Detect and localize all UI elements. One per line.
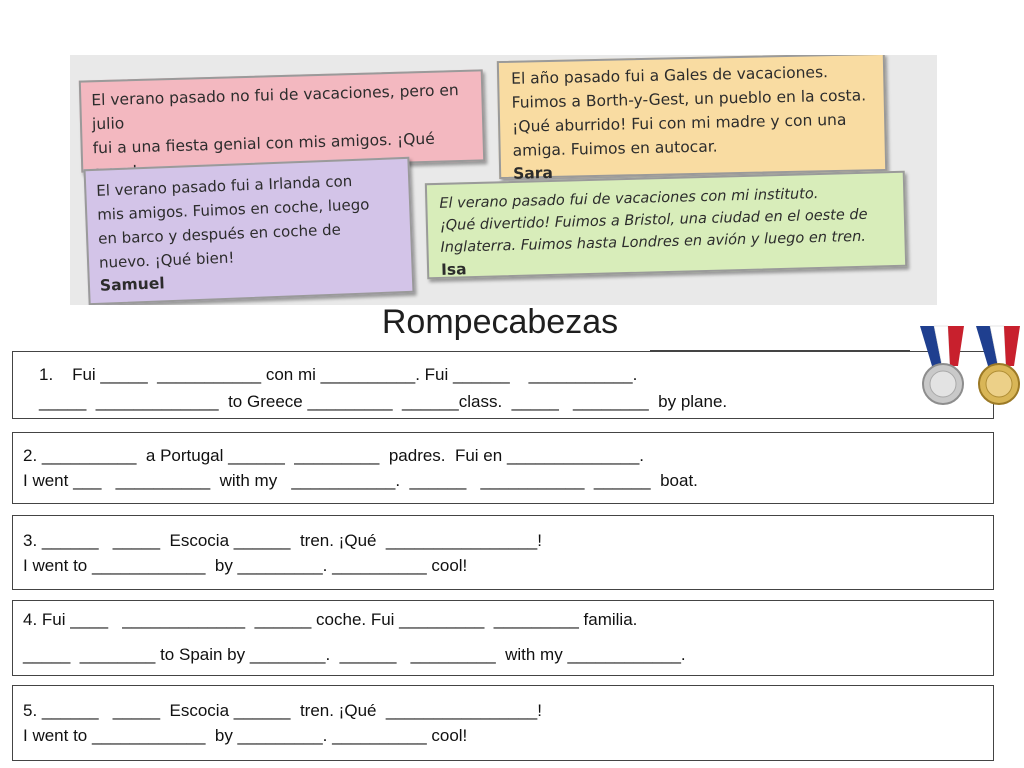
exercise-box-1: 1. Fui _____ ___________ con mi ________… [12,351,994,419]
exercise-box-4: 4. Fui ____ _____________ ______ coche. … [12,600,994,676]
exercise-4-english: _____ ________ to Spain by ________. ___… [23,645,686,664]
exercise-3-english: I went to ____________ by _________. ___… [23,556,468,575]
exercise-1-english: _____ _____________ to Greece _________ … [39,392,728,411]
exercise-box-5: 5. ______ _____ Escocia ______ tren. ¡Qu… [12,685,994,761]
exercise-1-spanish: 1. Fui _____ ___________ con mi ________… [39,365,638,384]
exercise-5-spanish: 5. ______ _____ Escocia ______ tren. ¡Qu… [23,701,542,720]
note-alejandro: El verano pasado no fui de vacaciones, p… [78,69,486,204]
note-sara: El año pasado fui a Gales de vacaciones.… [496,55,888,183]
note-samuel-text: El verano pasado fui a Irlanda con mis a… [95,172,370,272]
exercise-5-english: I went to ____________ by _________. ___… [23,726,468,745]
note-isa: El verano pasado fui de vacaciones con m… [424,170,908,280]
textbook-image: El verano pasado no fui de vacaciones, p… [70,55,937,305]
gold-medal-icon [976,325,1020,405]
note-isa-text: El verano pasado fui de vacaciones con m… [439,186,868,256]
exercise-box-3: 3. ______ _____ Escocia ______ tren. ¡Qu… [12,515,994,590]
medals-icon [920,325,1020,405]
exercise-4-spanish: 4. Fui ____ _____________ ______ coche. … [23,610,638,629]
page-title: Rompecabezas [381,303,619,341]
note-sara-text: El año pasado fui a Gales de vacaciones.… [510,63,867,160]
exercise-box-2: 2. __________ a Portugal ______ ________… [12,432,994,504]
title-divider [650,350,910,351]
exercise-3-spanish: 3. ______ _____ Escocia ______ tren. ¡Qu… [23,531,542,550]
exercise-2-spanish: 2. __________ a Portugal ______ ________… [23,446,645,465]
note-samuel: El verano pasado fui a Irlanda con mis a… [83,156,415,305]
exercise-2-english: I went ___ __________ with my __________… [23,471,698,490]
silver-medal-icon [920,325,964,405]
